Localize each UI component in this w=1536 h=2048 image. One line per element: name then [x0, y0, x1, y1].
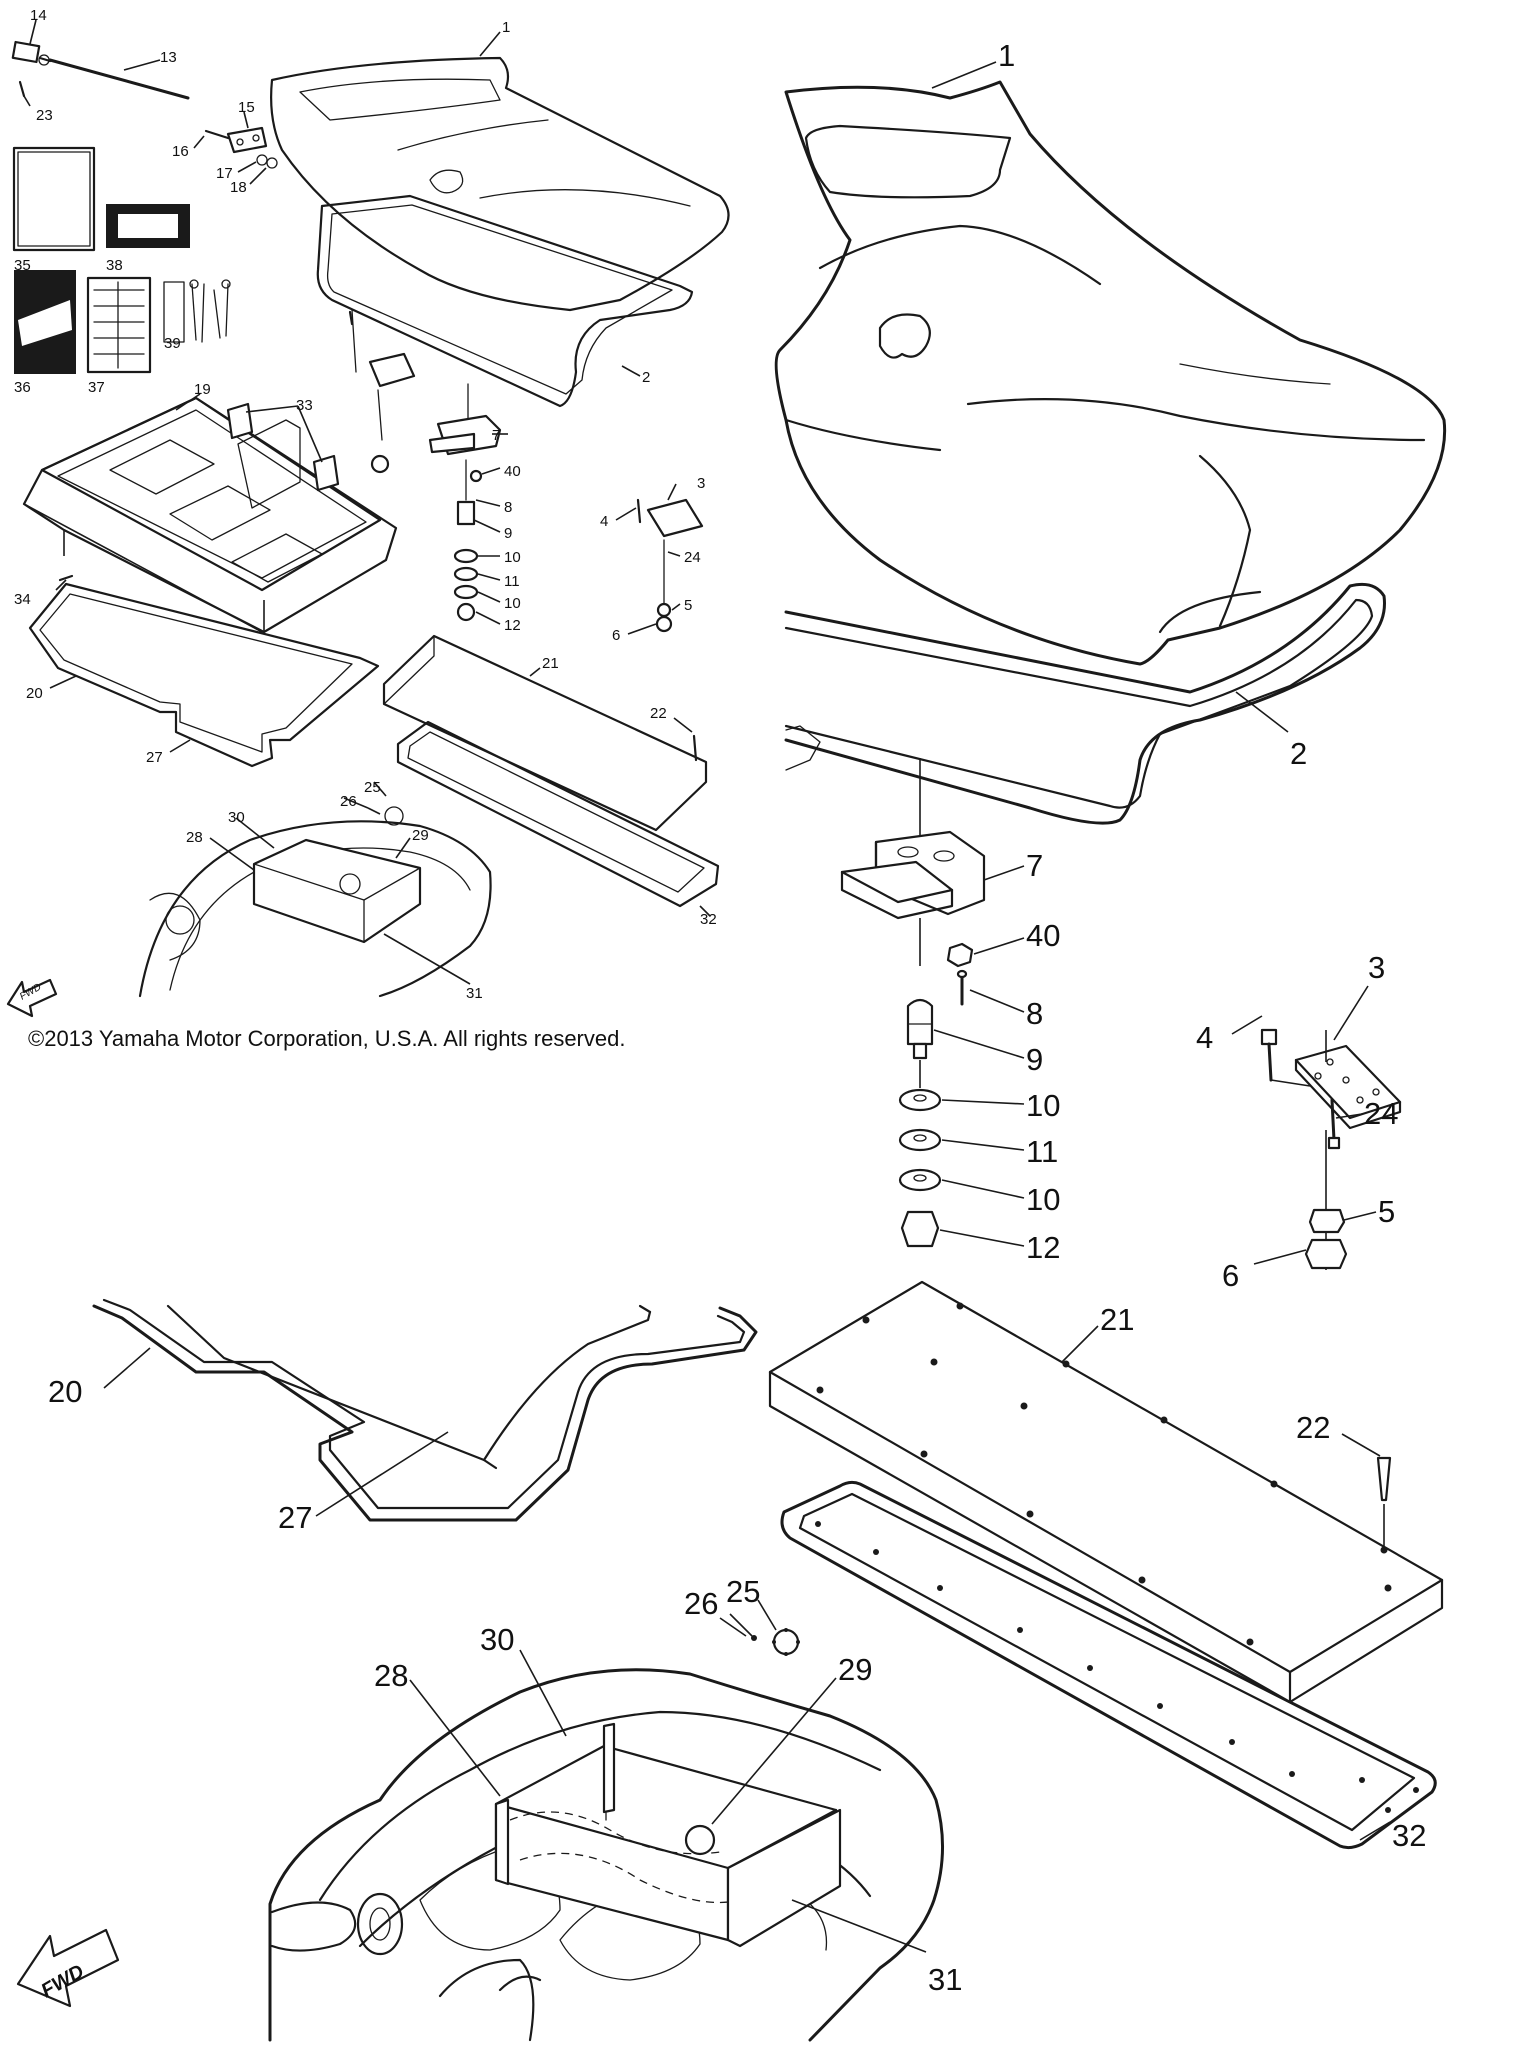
sheet-37 — [86, 276, 152, 374]
callout-large-2: 2 — [1290, 736, 1307, 771]
callout-large-28: 28 — [374, 1658, 408, 1693]
callout-small-7: 7 — [492, 427, 500, 444]
callout-small-35: 35 — [14, 257, 31, 274]
hull-large — [16, 1599, 945, 2042]
callout-large-40: 40 — [1026, 918, 1060, 953]
callout-large-31: 31 — [928, 1962, 962, 1997]
callout-large-30: 30 — [480, 1622, 514, 1657]
callout-large-6: 6 — [1222, 1258, 1239, 1293]
callout-small-8: 8 — [504, 499, 512, 516]
callout-large-32: 32 — [1392, 1818, 1426, 1853]
callout-small-36: 36 — [14, 379, 31, 396]
gasket-32 — [780, 1480, 1437, 1850]
callout-small-22: 22 — [650, 705, 667, 722]
callout-large-7: 7 — [1026, 848, 1043, 883]
seat-seal-large — [784, 582, 1386, 825]
seat-small — [270, 56, 730, 312]
cap-25 — [772, 1628, 800, 1656]
callout-small-14: 14 — [30, 7, 47, 24]
callout-large-5: 5 — [1378, 1194, 1395, 1229]
callout-large-11: 11 — [1026, 1134, 1058, 1169]
callout-small-20: 20 — [26, 685, 43, 702]
callout-small-25: 25 — [364, 779, 381, 796]
callout-small-15: 15 — [238, 99, 255, 116]
small-callouts: 1 2 3 4 5 6 7 8 9 10 11 10 12 13 14 15 1… — [14, 7, 717, 1003]
callout-small-1: 1 — [502, 19, 510, 36]
callout-large-21: 21 — [1100, 1302, 1134, 1337]
owners-manual-35 — [12, 146, 96, 252]
callout-small-6: 6 — [612, 627, 620, 644]
callout-small-2: 2 — [642, 369, 650, 386]
fwd-arrow-small — [6, 978, 58, 1018]
copyright-notice: ©2013 Yamaha Motor Corporation, U.S.A. A… — [28, 1026, 626, 1051]
callout-small-12: 12 — [504, 617, 521, 634]
callout-large-10a: 10 — [1026, 1088, 1060, 1123]
callout-large-27: 27 — [278, 1500, 312, 1535]
lid-gasket-large — [768, 1280, 1444, 1850]
callout-large-12: 12 — [1026, 1230, 1060, 1265]
seat-seal-small — [316, 194, 694, 408]
seat-large — [774, 80, 1447, 666]
callout-small-31: 31 — [466, 985, 483, 1002]
callout-small-19: 19 — [194, 381, 211, 398]
callout-large-8: 8 — [1026, 996, 1043, 1031]
callout-large-4: 4 — [1196, 1020, 1213, 1055]
mat-large — [92, 1298, 758, 1522]
callout-small-24: 24 — [684, 549, 701, 566]
hinge-7-assembly — [840, 758, 1025, 1248]
callout-small-23: 23 — [36, 107, 53, 124]
callout-small-5: 5 — [684, 597, 692, 614]
hinge-3-assembly — [1231, 985, 1402, 1270]
callout-small-30: 30 — [228, 809, 245, 826]
callout-large-9: 9 — [1026, 1042, 1043, 1077]
callout-small-18: 18 — [230, 179, 247, 196]
callout-small-10a: 10 — [504, 549, 521, 566]
callout-large-20: 20 — [48, 1374, 82, 1409]
gasket-small-32 — [396, 720, 720, 908]
lid-21 — [768, 1280, 1444, 1704]
callout-small-26: 26 — [340, 793, 357, 810]
callout-small-27: 27 — [146, 749, 163, 766]
tool-kit-39 — [163, 279, 231, 343]
callout-small-29: 29 — [412, 827, 429, 844]
callout-small-16: 16 — [172, 143, 189, 160]
callout-small-13: 13 — [160, 49, 177, 66]
callout-small-34: 34 — [14, 591, 31, 608]
callout-small-37: 37 — [88, 379, 105, 396]
callout-large-24: 24 — [1364, 1096, 1398, 1131]
callout-large-1: 1 — [998, 38, 1015, 73]
hull-small — [138, 820, 492, 998]
mat-small-20 — [28, 582, 380, 768]
callout-small-3: 3 — [697, 475, 705, 492]
callout-small-9: 9 — [504, 525, 512, 542]
callout-large-25: 25 — [726, 1574, 760, 1609]
overview-diagram — [6, 19, 730, 1018]
bolt-9 — [906, 998, 934, 1046]
callout-large-29: 29 — [838, 1652, 872, 1687]
callout-large-3: 3 — [1368, 950, 1385, 985]
large-callouts: 1 2 3 4 5 6 7 8 9 10 11 10 12 20 21 22 2… — [38, 38, 1427, 2002]
callout-small-10b: 10 — [504, 595, 521, 612]
callout-large-10b: 10 — [1026, 1182, 1060, 1217]
callout-large-26: 26 — [684, 1586, 718, 1621]
callout-small-4: 4 — [600, 513, 608, 530]
callout-small-32: 32 — [700, 911, 717, 928]
callout-small-11: 11 — [504, 573, 520, 590]
callout-small-21: 21 — [542, 655, 559, 672]
callout-small-39: 39 — [164, 335, 181, 352]
callout-small-28: 28 — [186, 829, 203, 846]
callout-small-17: 17 — [216, 165, 233, 182]
callout-small-33: 33 — [296, 397, 313, 414]
callout-small-40: 40 — [504, 463, 521, 480]
callout-large-22: 22 — [1296, 1410, 1330, 1445]
seat-large-group — [774, 61, 1447, 825]
callout-small-38: 38 — [106, 257, 123, 274]
fwd-arrow-large — [16, 1928, 120, 2008]
